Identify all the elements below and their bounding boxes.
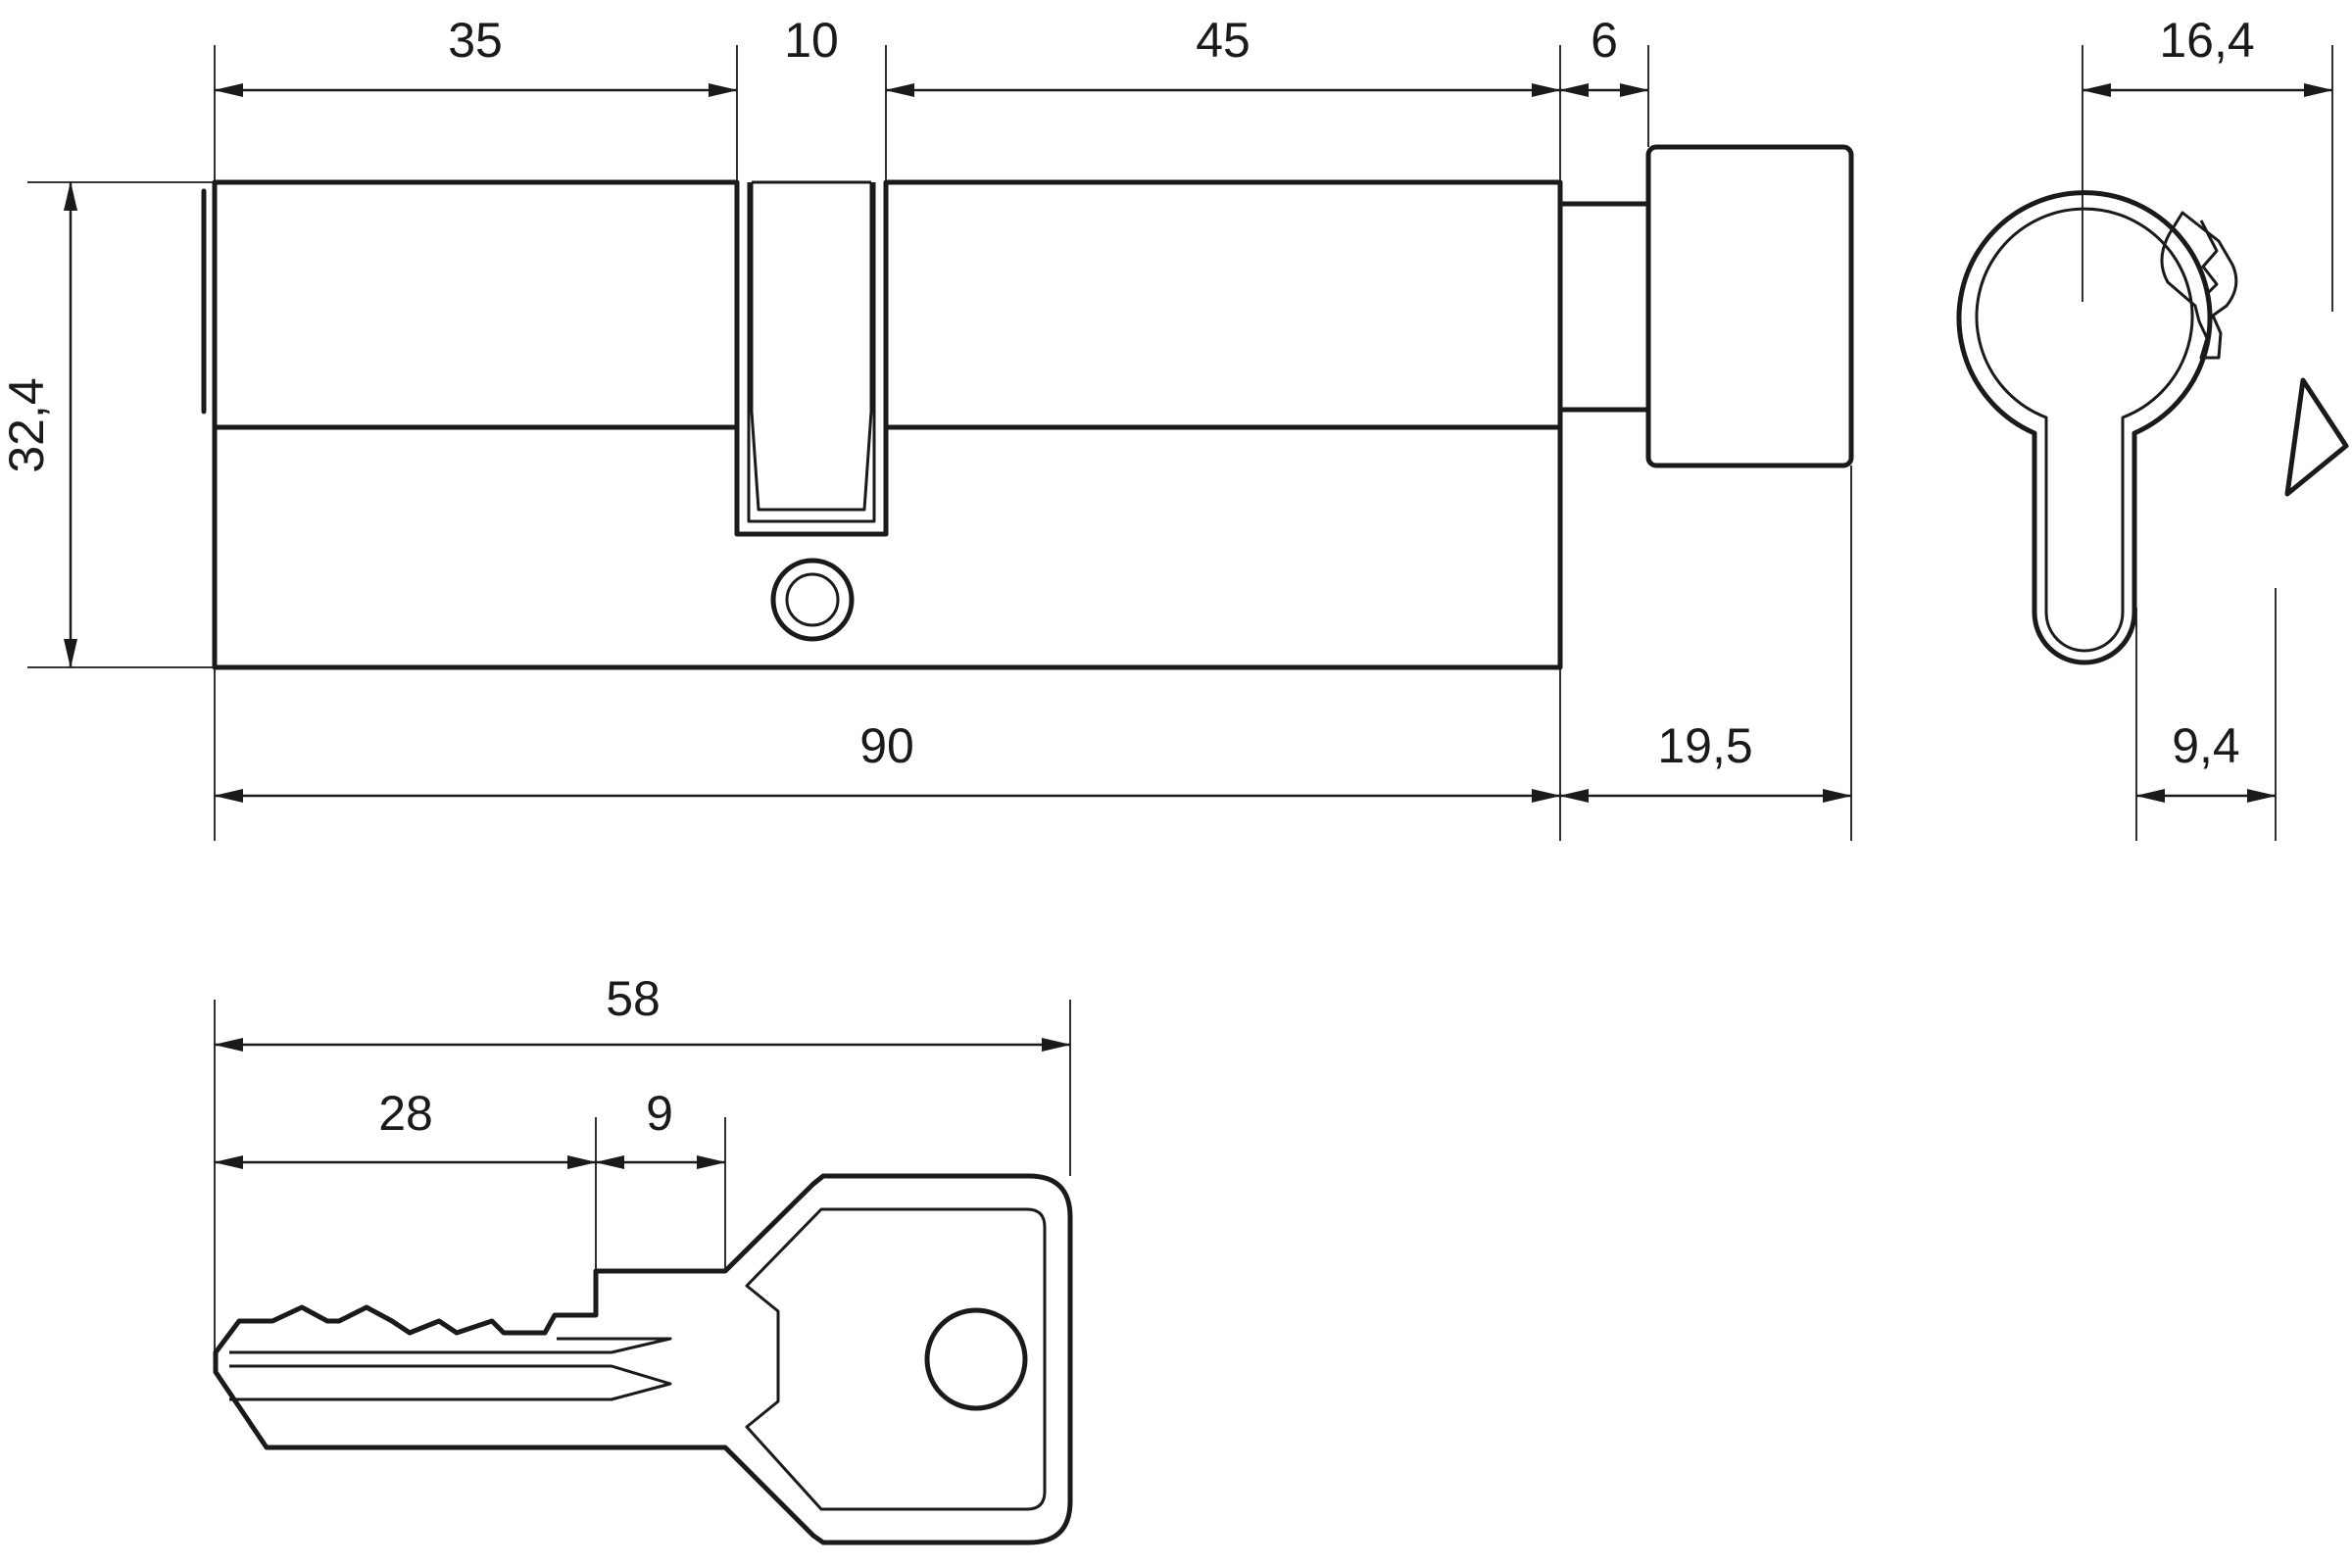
dimensions: 35 10 45 6 16,4 32,4 90 19,5 9,4 58 28 9 [0,13,2333,1352]
cylinder-front-view [1956,190,2349,665]
thumb-turn-knob [1645,144,1854,468]
dim-label-32-4: 32,4 [0,377,54,472]
key-side-view [213,1173,1073,1545]
dim-label-90: 90 [859,718,914,773]
dim-label-10: 10 [784,13,839,68]
cam-slot [212,176,1563,537]
key-hole [924,1307,1028,1411]
dim-label-58: 58 [606,971,661,1026]
keyway [2160,211,2238,360]
dim-label-35: 35 [448,13,503,68]
cylinder-profile [1956,190,2213,665]
key-bow-inner [745,1207,1047,1511]
screw-hole [770,558,855,642]
cylinder-side-view [201,144,1854,670]
cam-tab [2284,377,2349,497]
dim-label-28: 28 [378,1086,433,1141]
dim-label-6: 6 [1591,13,1618,68]
dim-label-9: 9 [646,1086,673,1141]
dim-label-45: 45 [1196,13,1250,68]
dim-label-19-5: 19,5 [1657,718,1752,773]
dim-label-16-4: 16,4 [2159,13,2254,68]
dim-label-9-4: 9,4 [2172,718,2240,773]
key-outline [213,1173,1073,1545]
